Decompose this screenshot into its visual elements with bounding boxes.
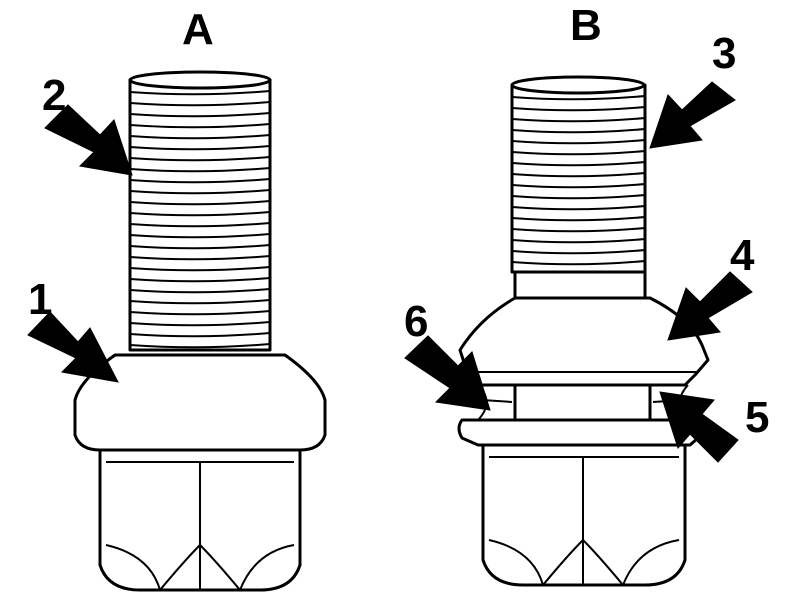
- thread-line: [129, 178, 271, 184]
- callout-3: 3: [712, 29, 736, 78]
- thread-line: [129, 101, 271, 107]
- arrow-3: [649, 81, 736, 149]
- thread-line: [511, 95, 646, 101]
- bolt-a-conical-seat: [73, 353, 327, 452]
- bolt-b-swivel-seat: [458, 296, 710, 387]
- bolt-b-shoulder: [513, 270, 647, 300]
- callout-2: 2: [42, 71, 66, 120]
- thread-line: [129, 134, 271, 140]
- callout-4: 4: [730, 231, 755, 280]
- thread-line: [129, 90, 271, 96]
- thread-line: [511, 205, 646, 211]
- arrow-2: [44, 104, 133, 176]
- thread-line: [129, 222, 271, 228]
- thread-line: [511, 260, 646, 266]
- thread-line: [129, 112, 271, 118]
- thread-line: [129, 288, 271, 294]
- thread-line: [511, 139, 646, 145]
- callout-1: 1: [28, 275, 52, 324]
- thread-line: [129, 233, 271, 239]
- thread-line: [511, 216, 646, 222]
- thread-line: [129, 277, 271, 283]
- thread-line: [129, 211, 271, 217]
- bolt-b-lower-collar: [457, 418, 703, 447]
- bolt-a-threaded-shank: [128, 78, 272, 352]
- thread-line: [511, 172, 646, 178]
- bolt-b-neck: [477, 383, 689, 422]
- bolt-a: [73, 70, 327, 592]
- arrow-5: [659, 391, 739, 463]
- bolt-b-threaded-shank: [510, 83, 647, 274]
- bolt-a-hex-head: [98, 448, 302, 592]
- thread-line: [511, 128, 646, 134]
- arrow-4: [667, 271, 753, 341]
- thread-line: [129, 310, 271, 316]
- thread-line: [129, 200, 271, 206]
- thread-line: [129, 299, 271, 305]
- bolt-b-thread-end: [510, 75, 646, 95]
- callout-5: 5: [745, 393, 769, 442]
- thread-line: [129, 343, 271, 349]
- thread-line: [129, 167, 271, 173]
- thread-line: [511, 183, 646, 189]
- arrow-6: [404, 335, 491, 411]
- thread-line: [129, 156, 271, 162]
- thread-line: [511, 117, 646, 123]
- thread-line: [129, 332, 271, 338]
- thread-line: [129, 145, 271, 151]
- thread-line: [129, 255, 271, 261]
- bolt-b-hex-head: [481, 443, 687, 587]
- thread-line: [129, 266, 271, 272]
- bolt-b: [457, 75, 710, 587]
- callout-6: 6: [404, 297, 428, 346]
- thread-line: [129, 123, 271, 129]
- thread-line: [511, 161, 646, 167]
- thread-line: [129, 321, 271, 327]
- thread-line: [129, 189, 271, 195]
- bolt-a-thread-end: [128, 70, 272, 90]
- thread-line: [511, 249, 646, 255]
- label-bolt-b: B: [570, 1, 602, 50]
- arrow-1: [27, 311, 119, 383]
- thread-line: [511, 227, 646, 233]
- thread-line: [511, 238, 646, 244]
- thread-line: [511, 150, 646, 156]
- label-bolt-a: A: [182, 5, 214, 54]
- thread-line: [511, 194, 646, 200]
- thread-line: [129, 244, 271, 250]
- thread-line: [511, 106, 646, 112]
